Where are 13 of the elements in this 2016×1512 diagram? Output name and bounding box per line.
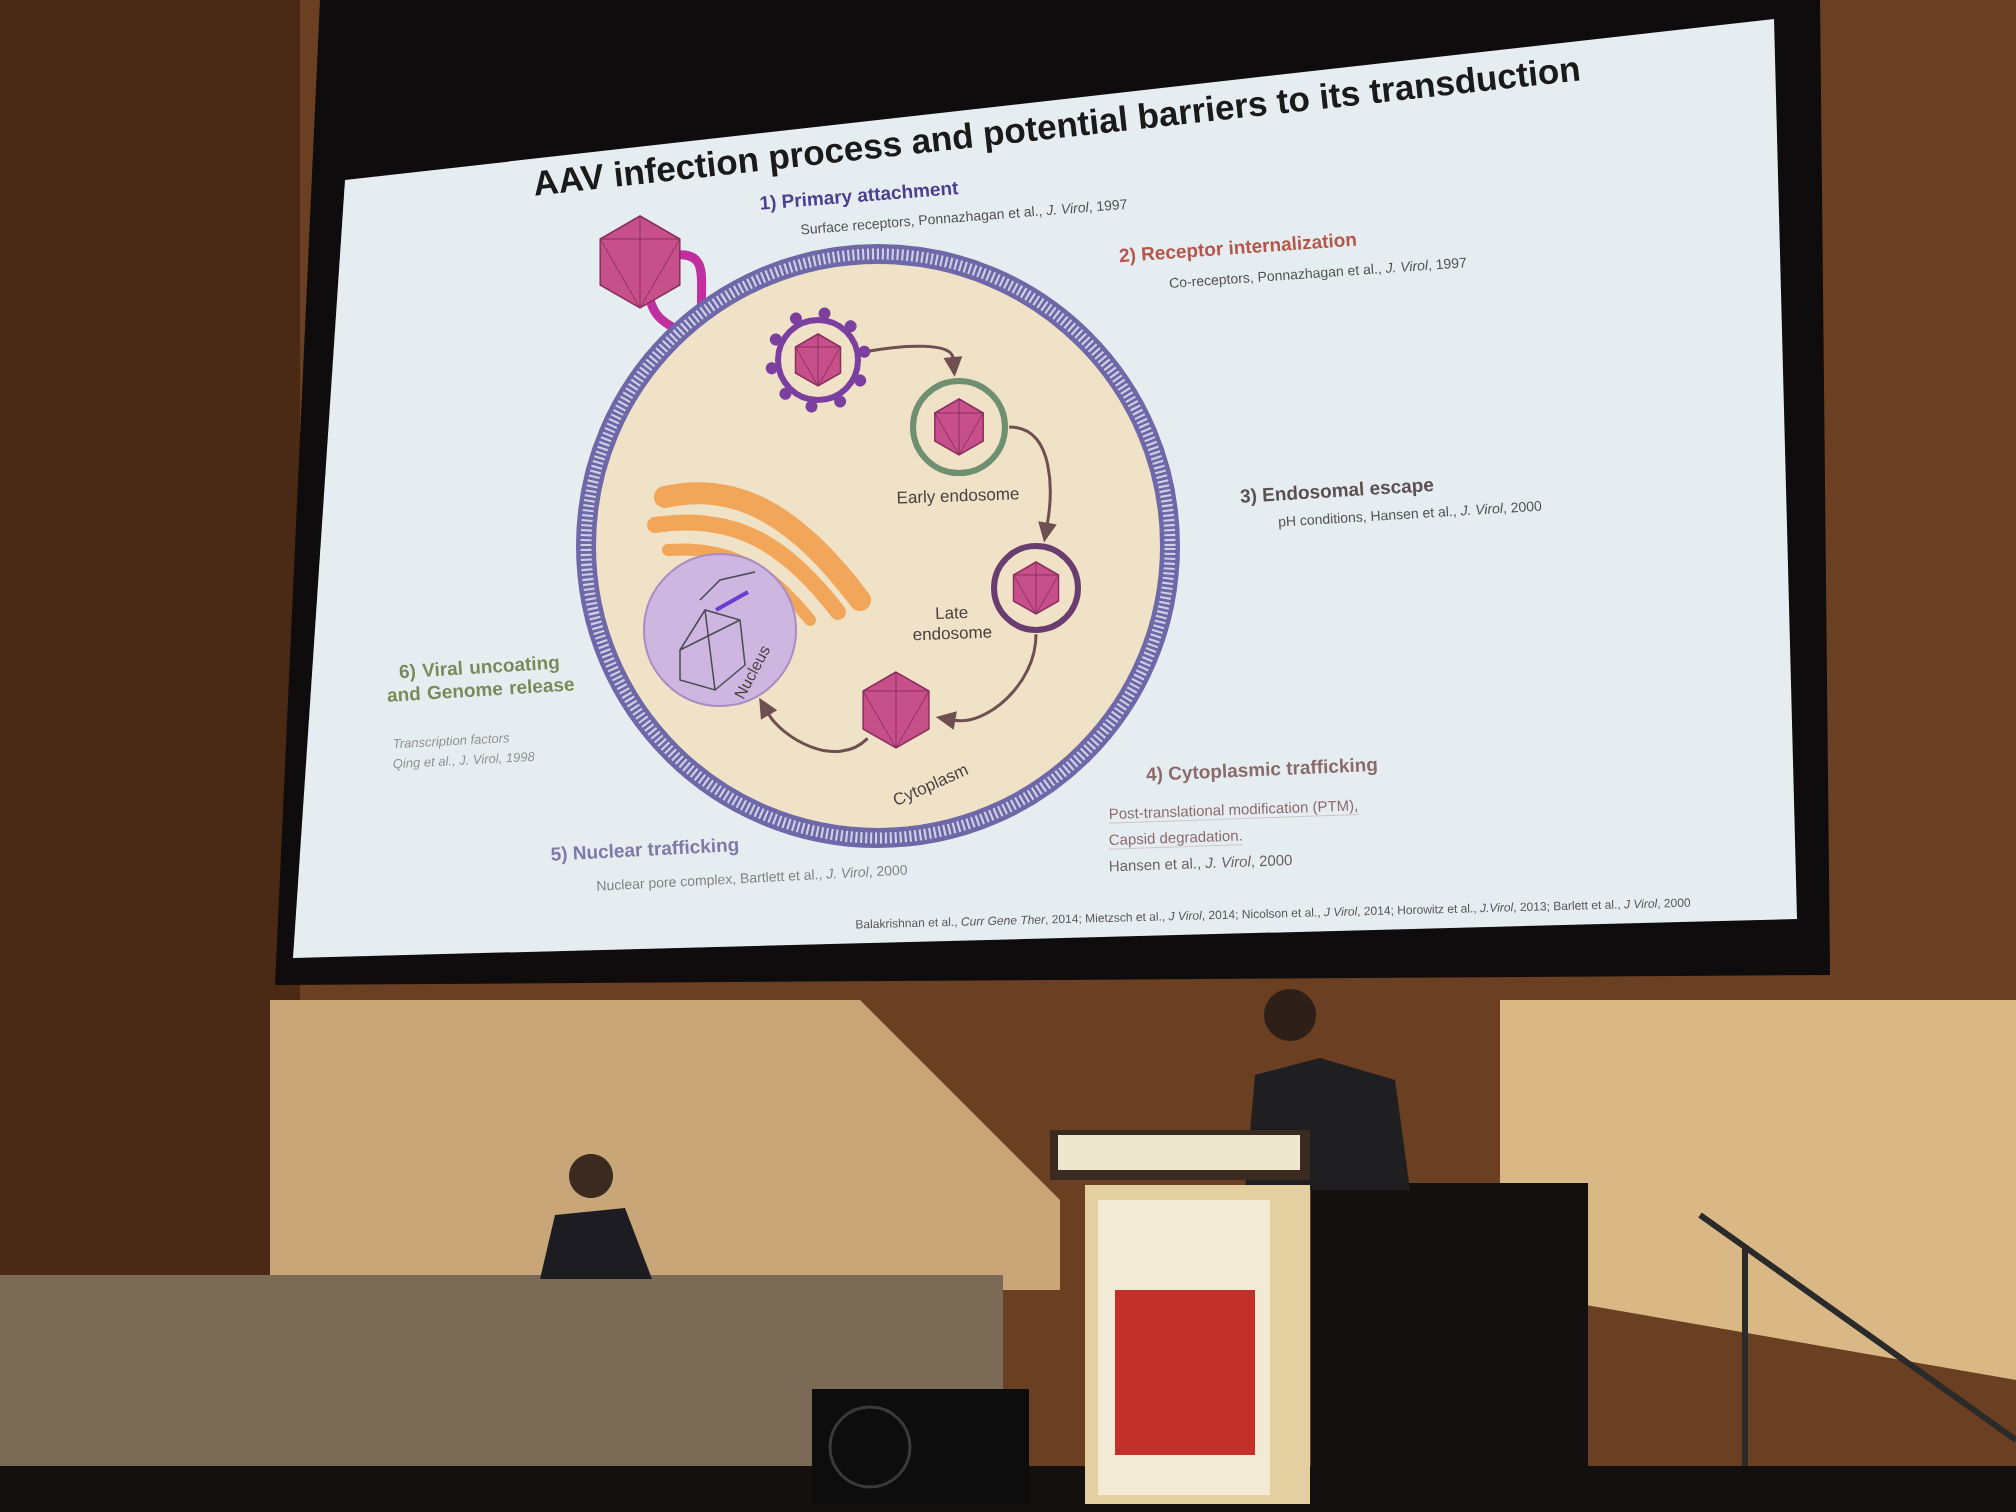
step-heading: 6) Viral uncoating and Genome release [387,656,574,702]
reference-text: Transcription factors [393,734,510,749]
endosome-drawing: Late endosome [913,543,1081,641]
node-label: Late endosome [913,607,992,641]
footnote-text: Balakrishnan et al., Curr Gene Ther, 2014; Mietzsch et al., J Virol, 2014; Nicolson et al., J Virol, 2014; Horowitz et al., J.Virol, 2013; Barlett et al., J Virol, 2000 [856,898,1691,929]
reference-text: Nuclear pore complex, Bartlett et al., J. Virol, 2000 [597,864,907,891]
reference-text: Qing et al., J. Virol, 1998 [393,751,535,771]
vesicle-drawing [765,307,871,413]
step-heading: 1) Primary attachment [760,181,959,213]
endosome-drawing: Early endosome [897,378,1019,506]
reference-text: Hansen et al., J. Virol, 2000 [1109,854,1292,872]
node-label: Early endosome [897,488,1019,506]
capsid-drawing [862,671,930,749]
